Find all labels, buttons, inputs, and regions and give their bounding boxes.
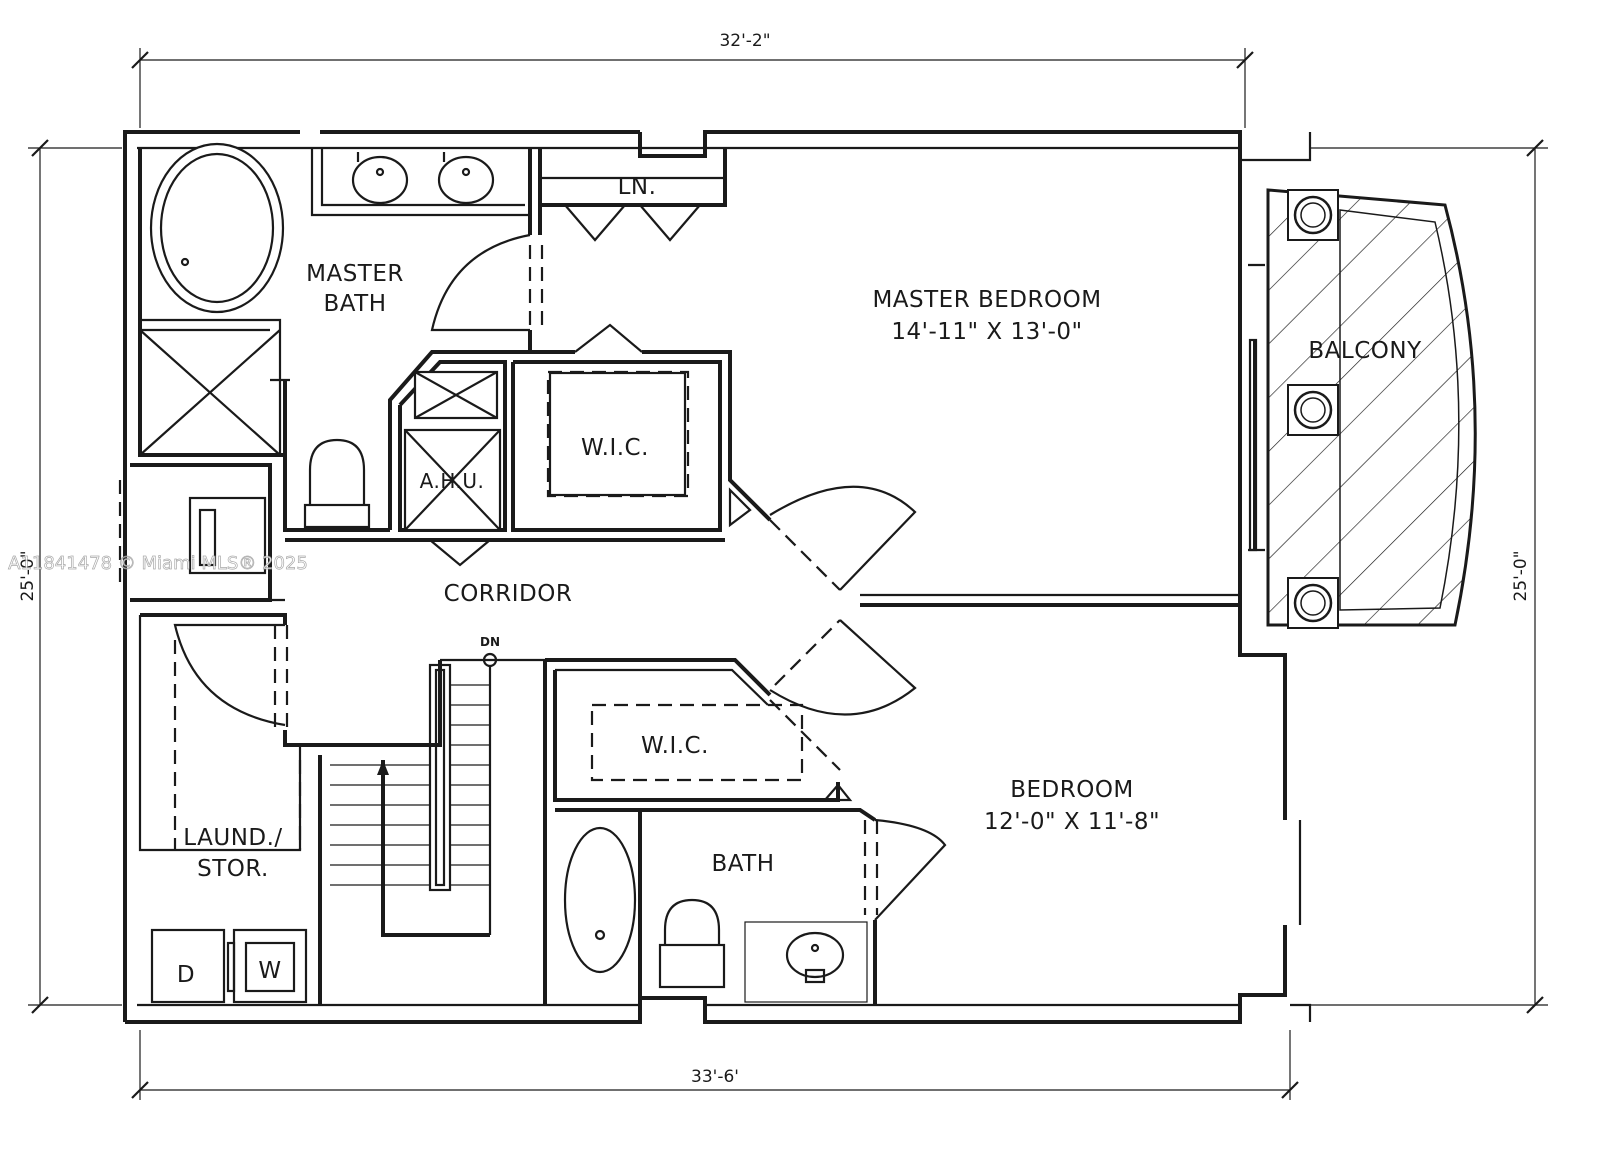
interior-walls (130, 148, 1240, 1005)
stair-down-label: DN (480, 635, 500, 649)
bedroom-label: BEDROOM (1010, 777, 1134, 803)
master-wic-label: W.I.C. (581, 435, 649, 461)
washer-label: W (258, 958, 281, 984)
laundry-label-line1: LAUND./ (183, 825, 282, 851)
corridor-label: CORRIDOR (444, 581, 573, 607)
dimension-right: 25'-0" (1511, 550, 1531, 601)
linen-label: LN. (618, 174, 657, 200)
watermark: A11841478 © Miami MLS® 2025 (8, 553, 308, 574)
stair (330, 652, 545, 937)
balcony-label: BALCONY (1308, 338, 1422, 364)
bath-label: BATH (711, 851, 774, 877)
fixtures (139, 142, 868, 1004)
master-bath-label-line1: MASTER (306, 261, 404, 287)
balcony-area (1266, 188, 1477, 629)
bedroom-wic-label: W.I.C. (641, 733, 709, 759)
bedroom-size: 12'-0" X 11'-8" (984, 809, 1160, 835)
master-bedroom-size: 14'-11" X 13'-0" (891, 319, 1082, 345)
dimension-top: 32'-2" (719, 31, 770, 51)
dryer-label: D (177, 962, 195, 988)
dimension-lines (28, 48, 1548, 1100)
dimension-bottom: 33'-6' (691, 1067, 739, 1087)
dimension-left: 25'-0" (18, 550, 38, 601)
master-bedroom-label: MASTER BEDROOM (872, 287, 1101, 313)
ahu-label: A.H.U. (420, 469, 485, 493)
doors (118, 203, 1258, 921)
laundry-label-line2: STOR. (197, 856, 269, 882)
master-bath-label-line2: BATH (323, 291, 386, 317)
exterior-walls (123, 130, 1312, 1024)
